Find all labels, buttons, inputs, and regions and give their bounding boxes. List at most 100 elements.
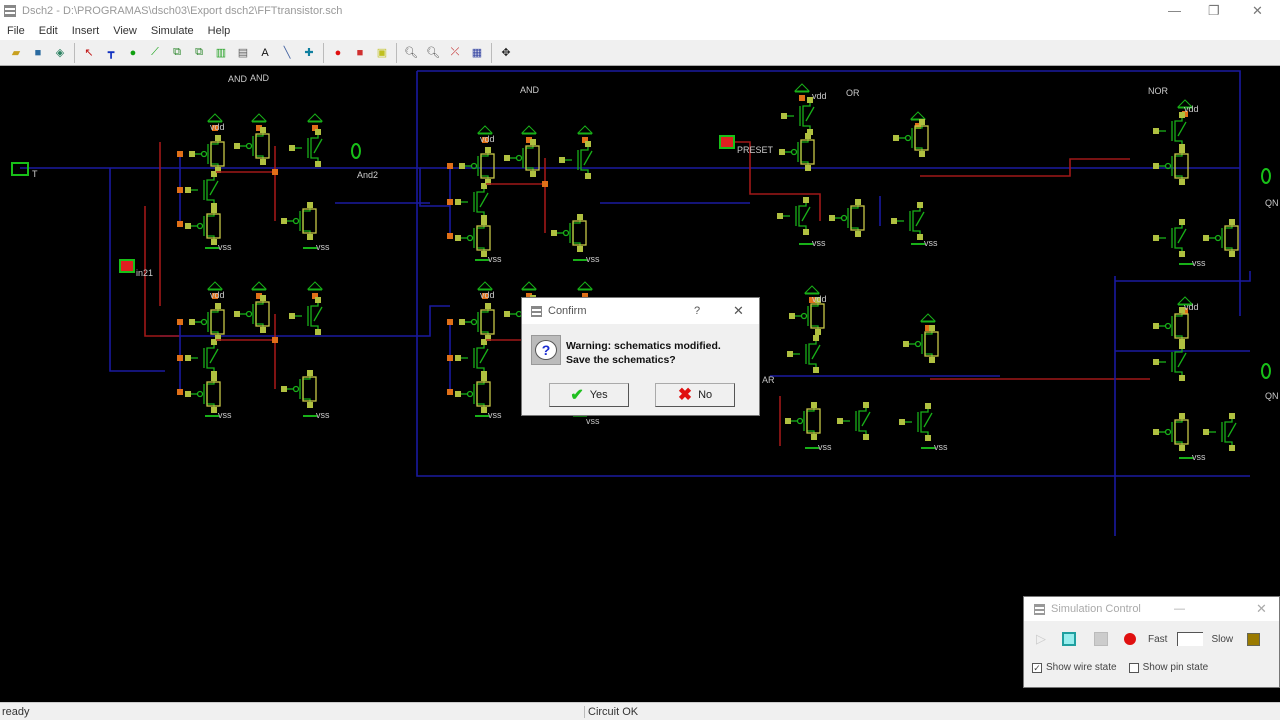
sim-close-button[interactable]: ✕ <box>1256 601 1267 616</box>
wire-state-checkbox[interactable]: ✓ <box>1032 662 1042 673</box>
pmos-transistor <box>192 137 225 171</box>
pin <box>777 213 783 219</box>
pin <box>177 319 183 325</box>
vdd-icon <box>919 313 937 322</box>
bubble <box>470 318 478 326</box>
pin <box>481 219 487 225</box>
route-icon[interactable]: ⤫ <box>450 46 460 58</box>
stop-icon[interactable] <box>1094 632 1108 646</box>
move-icon[interactable]: ⧉ <box>195 46 203 58</box>
vdd-label: vdd <box>812 91 827 101</box>
copy-icon[interactable]: ⧉ <box>173 46 181 58</box>
pin <box>803 229 809 235</box>
sim-window-icon <box>1034 603 1045 615</box>
line-icon[interactable]: ╲ <box>283 47 291 59</box>
pin <box>272 337 278 343</box>
chronogram-icon[interactable] <box>1247 632 1261 646</box>
save-icon[interactable]: ■ <box>34 46 42 59</box>
pin <box>482 293 488 299</box>
grid-icon[interactable]: ▦ <box>471 47 483 59</box>
record-icon[interactable] <box>1124 633 1136 645</box>
body <box>476 225 491 251</box>
pin <box>211 203 217 209</box>
pin <box>1179 147 1185 153</box>
yes-button[interactable]: ✔Yes <box>549 383 629 407</box>
pin <box>1229 219 1235 225</box>
menu-insert[interactable]: Insert <box>71 25 100 37</box>
pin <box>211 407 217 413</box>
channel <box>310 299 319 333</box>
input-button-in21 <box>119 259 135 273</box>
pin <box>504 155 510 161</box>
slow-label: Slow <box>1211 633 1234 645</box>
pmos-icon[interactable]: ┳ <box>107 47 115 59</box>
pin <box>459 163 465 169</box>
pin <box>260 295 266 301</box>
help-button[interactable]: ? <box>694 305 701 317</box>
zoom-in-icon[interactable]: 🔍︎ <box>404 47 418 59</box>
minimize-button[interactable]: — <box>1168 3 1181 18</box>
preset-label: PRESET <box>737 145 774 155</box>
pan-icon[interactable]: ✥ <box>501 47 511 59</box>
dialog-close-button[interactable]: ✕ <box>733 303 744 318</box>
nmos-icon[interactable]: ● <box>129 46 137 59</box>
speed-slider[interactable] <box>1177 632 1204 646</box>
record-icon[interactable]: ● <box>334 46 342 59</box>
menu-edit[interactable]: Edit <box>38 25 58 37</box>
vss-label: vss <box>586 254 600 264</box>
pin <box>212 125 218 131</box>
close-button[interactable]: ✕ <box>1252 3 1263 18</box>
no-button[interactable]: ✖No <box>655 383 735 407</box>
pin <box>185 187 191 193</box>
symbol-icon[interactable]: ▥ <box>215 47 227 59</box>
open-icon[interactable]: ▰ <box>11 47 21 59</box>
text-icon[interactable]: A <box>261 46 269 59</box>
vss-label: vss <box>488 410 502 420</box>
wire <box>416 71 1250 477</box>
menu-simulate[interactable]: Simulate <box>150 25 194 37</box>
pin <box>215 167 221 173</box>
stop-icon[interactable]: ■ <box>356 46 364 59</box>
gate-title: AND <box>520 85 540 95</box>
vdd-icon <box>476 125 494 134</box>
sim-title: Simulation Control <box>1051 603 1141 615</box>
menu-bar: File Edit Insert View Simulate Help <box>0 22 1280 40</box>
body <box>206 213 221 239</box>
pin <box>899 419 905 425</box>
export-icon[interactable]: ◈ <box>55 47 65 59</box>
connect-icon[interactable]: ⟋ <box>151 46 159 58</box>
pin <box>1179 179 1185 185</box>
bubble <box>245 310 253 318</box>
bubble <box>466 390 474 398</box>
pin <box>447 319 453 325</box>
delete-icon[interactable]: ▤ <box>237 47 249 59</box>
pin <box>234 143 240 149</box>
pin <box>1229 251 1235 257</box>
timing-icon[interactable]: ▣ <box>376 47 388 59</box>
menu-view[interactable]: View <box>113 25 137 37</box>
menu-help[interactable]: Help <box>207 25 231 37</box>
menu-file[interactable]: File <box>7 25 25 37</box>
pin <box>805 165 811 171</box>
maximize-button[interactable]: ❐ <box>1208 3 1220 18</box>
nmos-transistor <box>1156 345 1187 379</box>
body <box>255 133 270 159</box>
bubble <box>840 214 848 222</box>
sim-minimize-button[interactable]: — <box>1174 603 1185 615</box>
pin-state-checkbox[interactable] <box>1128 662 1139 673</box>
ar-label: AR <box>762 375 775 385</box>
vdd-icon <box>306 281 324 290</box>
play-icon[interactable]: ▷ <box>1036 631 1046 646</box>
pmos-transistor <box>782 135 815 169</box>
simulation-control-window: Simulation Control — ✕ ▷ Fast Slow ✓Show… <box>1023 596 1280 688</box>
step-icon[interactable] <box>1062 632 1076 646</box>
pin <box>807 129 813 135</box>
pin <box>211 207 217 213</box>
node-icon[interactable]: ✚ <box>304 47 314 59</box>
pmos-transistor <box>462 305 495 339</box>
pin <box>481 371 487 377</box>
select-icon[interactable]: ↖ <box>84 47 94 59</box>
pin <box>925 435 931 441</box>
zoom-out-icon[interactable]: 🔍︎ <box>426 47 440 59</box>
pin <box>307 402 313 408</box>
